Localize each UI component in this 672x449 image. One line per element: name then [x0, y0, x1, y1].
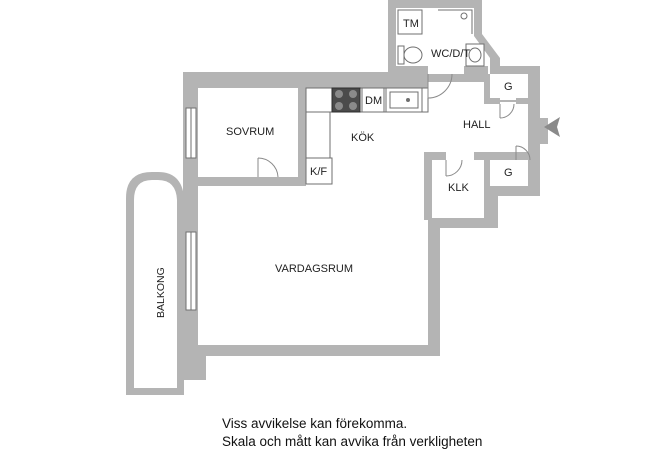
label-dm: DM: [365, 95, 382, 107]
kitchen-sink: [385, 87, 423, 113]
disclaimer-line-1: Viss avvikelse kan förekomma.: [222, 416, 408, 431]
wall-sovrum-bottom: [196, 177, 258, 185]
label-hall: HALL: [463, 119, 491, 131]
label-g-upper: G: [504, 81, 513, 93]
door-bathroom: [427, 73, 453, 99]
washing-machine-box: [397, 9, 423, 35]
door-sovrum: [257, 157, 279, 178]
label-wc: WC/D/T: [431, 48, 470, 60]
wall-g-upper-bottom: [484, 98, 500, 104]
wall-bath-bottom-2: [464, 66, 488, 74]
toilet: [397, 45, 423, 65]
bathroom-sink: [465, 43, 485, 67]
window-sovrum: [185, 107, 197, 159]
label-balkong: BALKONG: [155, 267, 167, 318]
wall-sovrum-kok: [298, 86, 306, 184]
door-g-lower: [515, 145, 531, 161]
wall-g-lower-bottom: [484, 186, 528, 194]
fridge-box: [305, 157, 333, 185]
door-g-upper: [499, 103, 515, 119]
wall-klk-top: [424, 152, 446, 160]
label-vardagsrum: VARDAGSRUM: [275, 263, 353, 275]
door-klk: [445, 159, 463, 177]
stove: [331, 87, 361, 113]
wall-g-upper-bottom-2: [516, 98, 528, 104]
label-sovrum: SOVRUM: [226, 126, 274, 138]
label-tm: TM: [403, 18, 419, 30]
shower: [438, 9, 473, 34]
label-g-lower: G: [504, 167, 513, 179]
label-kok: KÖK: [351, 132, 375, 144]
wall-bath-bottom: [388, 66, 428, 74]
label-kf: K/F: [310, 166, 327, 178]
wall-klk-top-2: [474, 152, 528, 160]
wall-g-upper-left: [484, 74, 490, 104]
kitchen-counter-side: [305, 111, 331, 159]
wall-sovrum-bottom-2: [286, 177, 306, 185]
wall-klk-left: [424, 152, 432, 220]
window-vardagsrum: [185, 231, 197, 311]
entrance-arrow-icon: [544, 117, 560, 137]
disclaimer-line-2: Skala och mått kan avvika från verklighe…: [222, 434, 483, 449]
dishwasher-box: [361, 87, 385, 113]
label-klk: KLK: [448, 182, 469, 194]
